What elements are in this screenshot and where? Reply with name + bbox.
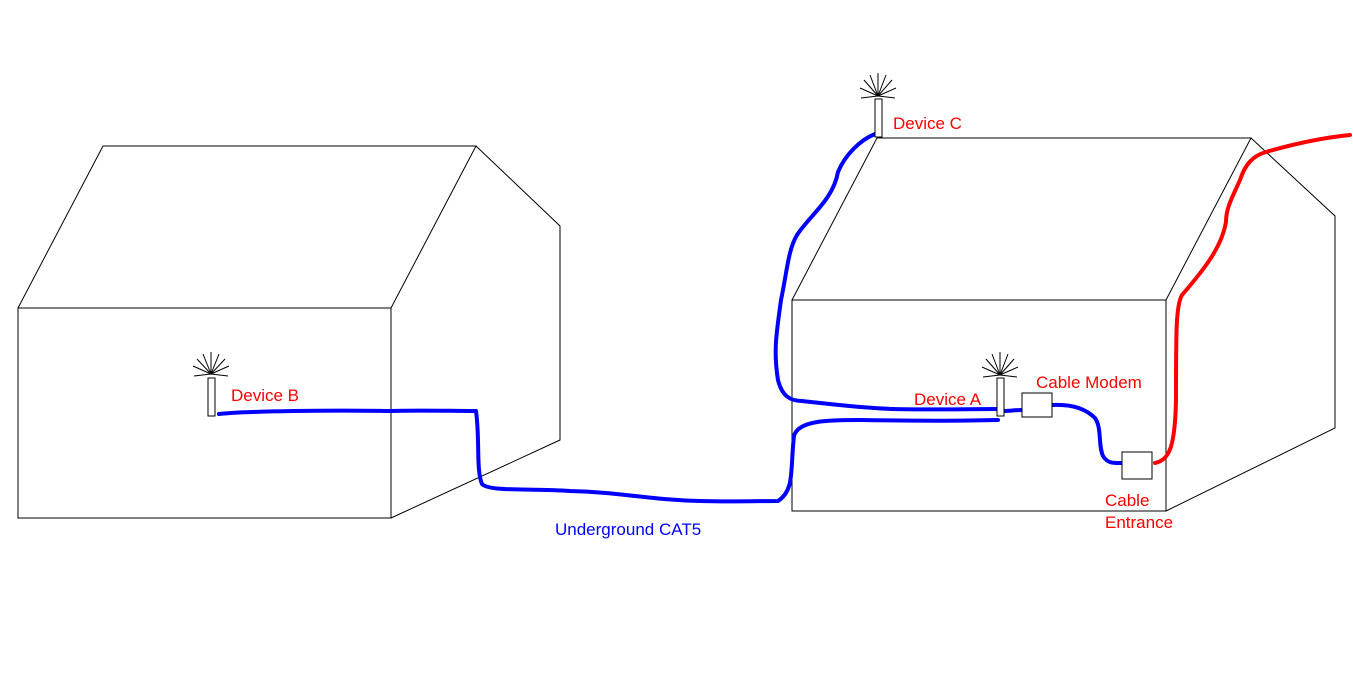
right-house-front [791,299,1167,512]
device-c-label: Device C [893,114,962,133]
coax-cable [1153,133,1352,465]
cable-entrance-box [1121,451,1153,480]
device-c-spark [859,73,897,99]
device-c-antenna-icon [859,73,897,138]
underground-cable-label: Underground CAT5 [555,520,701,539]
device-b-antenna-icon [192,352,230,417]
modem-entrance-cable [1050,402,1124,466]
device-a-label: Device A [914,390,982,409]
left-house-front [17,307,392,519]
right-house-side [1165,137,1336,512]
right-house [791,137,1336,512]
cable-entrance-label-line1: Cable [1105,491,1149,510]
right-house-roof [791,137,1252,301]
left-house-roof [17,145,477,309]
underground-cat5-cable [217,408,1000,504]
device-b-label: Device B [231,386,299,405]
device-a-spark [981,352,1019,378]
device-b-spark [192,352,230,377]
cable-entrance-label-line2: Entrance [1105,513,1173,532]
device-c-cable [773,132,1000,412]
device-a-antenna-icon [981,352,1019,417]
cable-modem-box [1021,392,1053,418]
modem-link-cable [1001,408,1024,413]
left-house-side [390,145,561,519]
cable-modem-label: Cable Modem [1036,373,1142,392]
left-house [17,145,561,519]
